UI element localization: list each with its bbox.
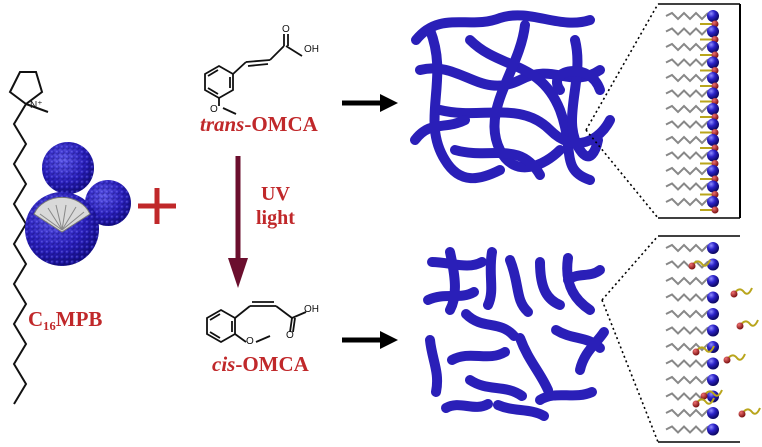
arrow-uv-down bbox=[228, 156, 248, 288]
surfactant-head bbox=[707, 374, 719, 386]
chem-o-bottom: O bbox=[286, 330, 294, 341]
free-counterion bbox=[688, 262, 696, 270]
free-counterion bbox=[736, 322, 744, 330]
surfactant-head bbox=[707, 357, 719, 370]
chem-o-top: O bbox=[282, 24, 290, 35]
chem-methoxy-top: O bbox=[210, 104, 218, 115]
surfactant-tail bbox=[665, 197, 709, 207]
free-omca bbox=[703, 389, 723, 397]
alkyl-chain bbox=[12, 103, 28, 405]
free-omca bbox=[726, 353, 746, 361]
trans-prefix: trans bbox=[200, 112, 245, 136]
surfactant-head bbox=[707, 308, 719, 320]
surfactant-head bbox=[707, 10, 719, 22]
panel-bottom bbox=[658, 235, 761, 443]
surfactant-head bbox=[707, 242, 719, 254]
chem-methoxy-bottom: O bbox=[246, 336, 254, 347]
free-counterion bbox=[730, 290, 738, 298]
surfactant-head bbox=[707, 149, 719, 162]
surfactant-head bbox=[707, 423, 719, 436]
arrow-right-top bbox=[342, 94, 398, 112]
surfactant-tail bbox=[665, 27, 709, 36]
trans-suffix: -OMCA bbox=[244, 112, 318, 136]
surfactant-head bbox=[707, 72, 719, 84]
surfactant-head bbox=[707, 275, 719, 287]
free-omca bbox=[695, 345, 715, 353]
light-text: light bbox=[256, 207, 295, 229]
pyrrolidinium-ring bbox=[8, 71, 44, 106]
free-omca bbox=[691, 259, 711, 267]
surfactant-tail bbox=[665, 11, 709, 21]
surfactant-head bbox=[707, 407, 719, 419]
surfactant-head bbox=[707, 390, 719, 403]
free-counterion bbox=[700, 392, 708, 400]
free-counterion bbox=[723, 356, 731, 364]
arrow-right-bottom bbox=[342, 331, 398, 349]
rod-micelles bbox=[423, 247, 609, 421]
counterion bbox=[711, 206, 719, 214]
surfactant-tail bbox=[665, 73, 709, 83]
surfactant-tail bbox=[665, 293, 709, 302]
surfactant-tail bbox=[665, 375, 709, 385]
surfactant-tail bbox=[665, 342, 709, 352]
surfactant-tail bbox=[665, 58, 709, 67]
free-counterion bbox=[692, 348, 700, 356]
surfactant-head bbox=[707, 87, 719, 100]
surfactant-label: C₁₆MPB bbox=[26, 307, 105, 332]
surfactant-tail bbox=[665, 42, 709, 52]
free-omca bbox=[739, 319, 759, 327]
surfactant-tail bbox=[665, 135, 709, 145]
surfactant-tail bbox=[665, 408, 709, 418]
uv-light-label: UV light bbox=[256, 182, 295, 230]
surfactant-tail bbox=[665, 425, 709, 434]
plus-sign bbox=[138, 188, 176, 224]
cis-suffix: -OMCA bbox=[235, 352, 309, 376]
free-omca bbox=[733, 287, 753, 295]
methyl-bond bbox=[25, 103, 49, 113]
surfactant-head bbox=[707, 165, 719, 177]
surfactant-tail bbox=[665, 182, 709, 191]
surfactant-head bbox=[707, 103, 719, 115]
cis-prefix: cis bbox=[212, 352, 236, 376]
surfactant-head bbox=[707, 291, 719, 304]
surfactant-head bbox=[707, 196, 719, 208]
surfactant-head bbox=[707, 118, 719, 131]
surfactant-tail bbox=[665, 243, 709, 253]
surfactant-tail bbox=[665, 260, 709, 269]
zoom-lines bbox=[585, 3, 659, 443]
surfactant-head bbox=[707, 25, 719, 38]
surfactant-tail bbox=[665, 309, 709, 319]
surfactant-head bbox=[707, 134, 719, 146]
cis-omca-label: cis-OMCA bbox=[212, 352, 309, 377]
spherical-micelles bbox=[25, 142, 131, 266]
surfactant-tail bbox=[665, 166, 709, 176]
free-omca bbox=[695, 397, 715, 405]
uv-text: UV bbox=[261, 183, 290, 205]
surfactant-head bbox=[707, 324, 719, 337]
surfactant-tail bbox=[665, 120, 709, 129]
cis-omca-structure bbox=[206, 301, 307, 344]
surfactant-tail bbox=[665, 359, 709, 368]
wormlike-micelles bbox=[410, 10, 615, 185]
surfactant-tail bbox=[665, 104, 709, 114]
surfactant-tail bbox=[665, 151, 709, 160]
chem-n-plus: N⁺ bbox=[30, 100, 43, 111]
free-omca bbox=[741, 407, 761, 415]
surfactant-tail bbox=[665, 89, 709, 98]
surfactant-head bbox=[707, 41, 719, 53]
panel-top bbox=[658, 3, 741, 219]
surfactant-tail bbox=[665, 276, 709, 286]
surfactant-head bbox=[707, 180, 719, 193]
chem-oh-top: OH bbox=[304, 44, 319, 55]
surfactant-tail bbox=[665, 326, 709, 335]
free-counterion bbox=[738, 410, 746, 418]
free-counterion bbox=[692, 400, 700, 408]
surfactant-molecule bbox=[8, 71, 49, 405]
trans-omca-label: trans-OMCA bbox=[200, 112, 318, 137]
surfactant-head bbox=[707, 56, 719, 69]
chem-oh-bottom: OH bbox=[304, 304, 319, 315]
trans-omca-structure bbox=[204, 34, 303, 115]
